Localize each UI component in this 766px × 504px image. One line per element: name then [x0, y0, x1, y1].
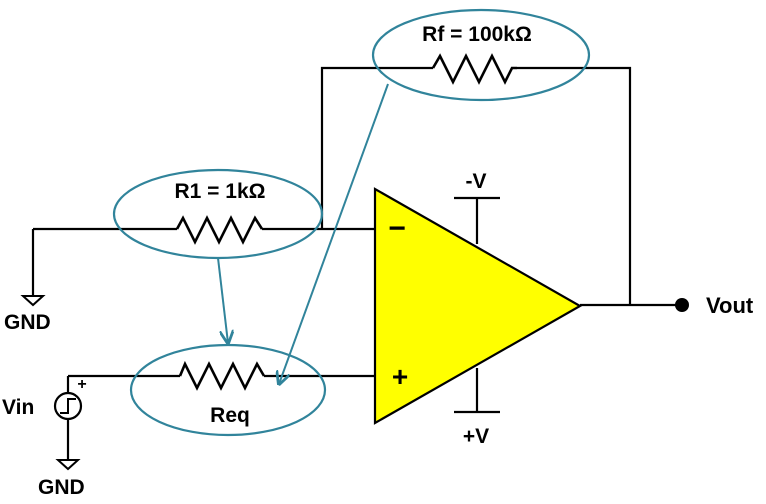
rf-to-req-arrow [279, 83, 389, 384]
pos-supply-rail [454, 368, 500, 414]
gnd-bottom-label: GND [38, 476, 85, 499]
step-waveform-icon [60, 398, 76, 414]
neg-supply-rail [454, 196, 500, 244]
vin-label: Vin [2, 396, 34, 419]
inverting-input-sign: − [388, 212, 406, 245]
source-plus-sign: + [77, 376, 86, 393]
rf-callout-oval [371, 8, 591, 102]
rf-label: Rf = 100kΩ [422, 23, 532, 46]
req-resistor [178, 360, 266, 391]
noninverting-input-sign: + [392, 361, 408, 392]
op-amp-triangle [373, 187, 583, 425]
feedback-wire-left [320, 66, 433, 229]
r1-to-req-arrow [217, 257, 228, 343]
ground-icon [20, 295, 46, 307]
ground-icon [55, 459, 81, 471]
neg-supply-label: -V [466, 170, 487, 193]
r1-label: R1 = 1kΩ [175, 180, 266, 203]
vout-label: Vout [706, 293, 754, 318]
pos-supply-label: +V [463, 425, 489, 448]
rf-resistor [431, 53, 517, 85]
terminal-dot-icon [675, 298, 689, 312]
r1-resistor [175, 215, 264, 245]
req-label: Req [210, 404, 250, 427]
feedback-wire-right [517, 66, 632, 305]
gnd-top-label: GND [4, 311, 51, 334]
